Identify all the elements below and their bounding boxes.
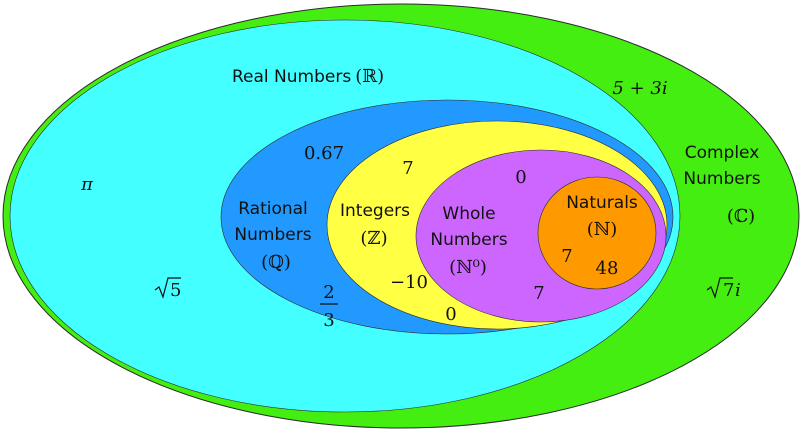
whole-numbers-symbol: (ℕ⁰): [449, 257, 487, 278]
example-whole-0: 0: [515, 167, 526, 188]
example-integer-minus-10: −10: [390, 272, 428, 293]
complex-numbers-label-line1: Complex: [685, 143, 760, 163]
rational-numbers-symbol: (ℚ): [261, 252, 291, 273]
example-integer-0: 0: [445, 304, 456, 325]
example-0-67: 0.67: [304, 143, 344, 164]
rational-numbers-label-line1: Rational: [238, 199, 308, 219]
whole-numbers-label-line1: Whole: [442, 204, 495, 224]
sqrt5-radicand: 5: [170, 280, 181, 301]
fraction-denominator: 3: [323, 310, 334, 331]
naturals-region: [537, 176, 657, 290]
example-integer-7: 7: [402, 158, 413, 179]
naturals-symbol: (ℕ): [587, 219, 618, 240]
sqrt-sign-7: [706, 277, 733, 299]
sqrt7-radicand: 7: [723, 280, 734, 301]
example-natural-48: 48: [596, 258, 619, 279]
example-fraction-2-3: 2 3: [320, 282, 338, 331]
rational-numbers-label-line2: Numbers: [234, 225, 311, 245]
real-numbers-title: Real Numbers(ℝ): [232, 66, 384, 87]
example-complex-sqrt7-i: 7 i: [706, 277, 741, 301]
integers-symbol: (ℤ): [360, 228, 387, 249]
integers-label: Integers: [340, 201, 410, 221]
naturals-label: Naturals: [566, 193, 638, 213]
example-natural-7: 7: [561, 246, 572, 267]
example-pi: π: [80, 174, 94, 195]
fraction-numerator: 2: [323, 282, 334, 303]
sqrt-sign-5: [154, 277, 181, 299]
example-whole-7: 7: [533, 283, 544, 304]
complex-numbers-label-line2: Numbers: [683, 169, 760, 189]
sqrt7-i-suffix: i: [735, 280, 741, 301]
whole-numbers-label-line2: Numbers: [430, 230, 507, 250]
complex-numbers-symbol: (ℂ): [727, 206, 755, 227]
example-complex-5-plus-3i: 5 + 3i: [612, 78, 667, 99]
example-sqrt5: 5: [154, 277, 181, 301]
